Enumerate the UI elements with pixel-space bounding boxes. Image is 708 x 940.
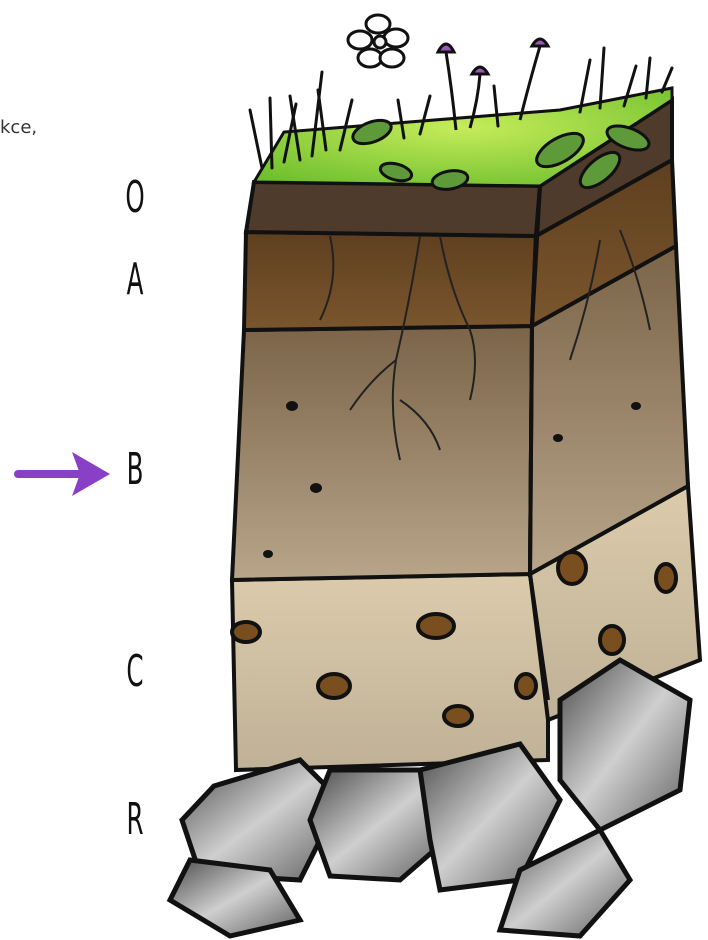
c-horizon	[232, 574, 548, 770]
o-horizon	[246, 182, 540, 236]
a-horizon	[244, 232, 536, 330]
b-horizon	[232, 326, 532, 580]
